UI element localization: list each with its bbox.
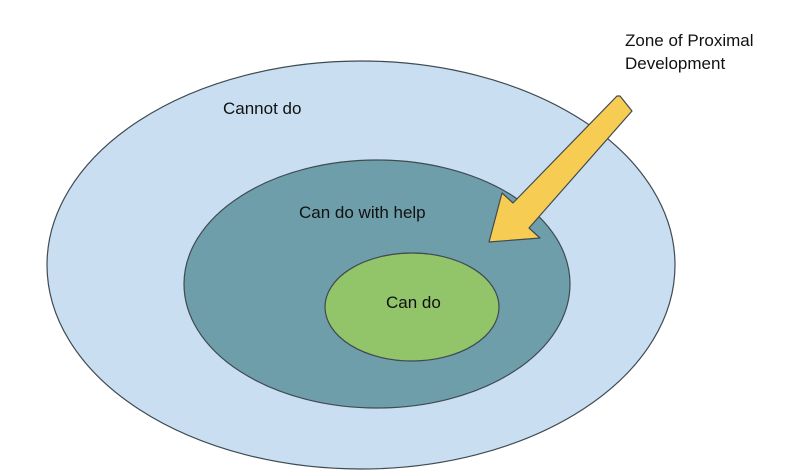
can-do-zone: [324, 252, 500, 362]
can-do-label: Can do: [386, 293, 441, 312]
can-do-with-help-label: Can do with help: [299, 203, 426, 222]
zpd-label-line-2: Development: [625, 54, 725, 73]
zpd-arrow-icon: [488, 95, 633, 243]
zpd-label-line-1: Zone of Proximal: [625, 31, 754, 50]
cannot-do-label: Cannot do: [223, 99, 301, 118]
